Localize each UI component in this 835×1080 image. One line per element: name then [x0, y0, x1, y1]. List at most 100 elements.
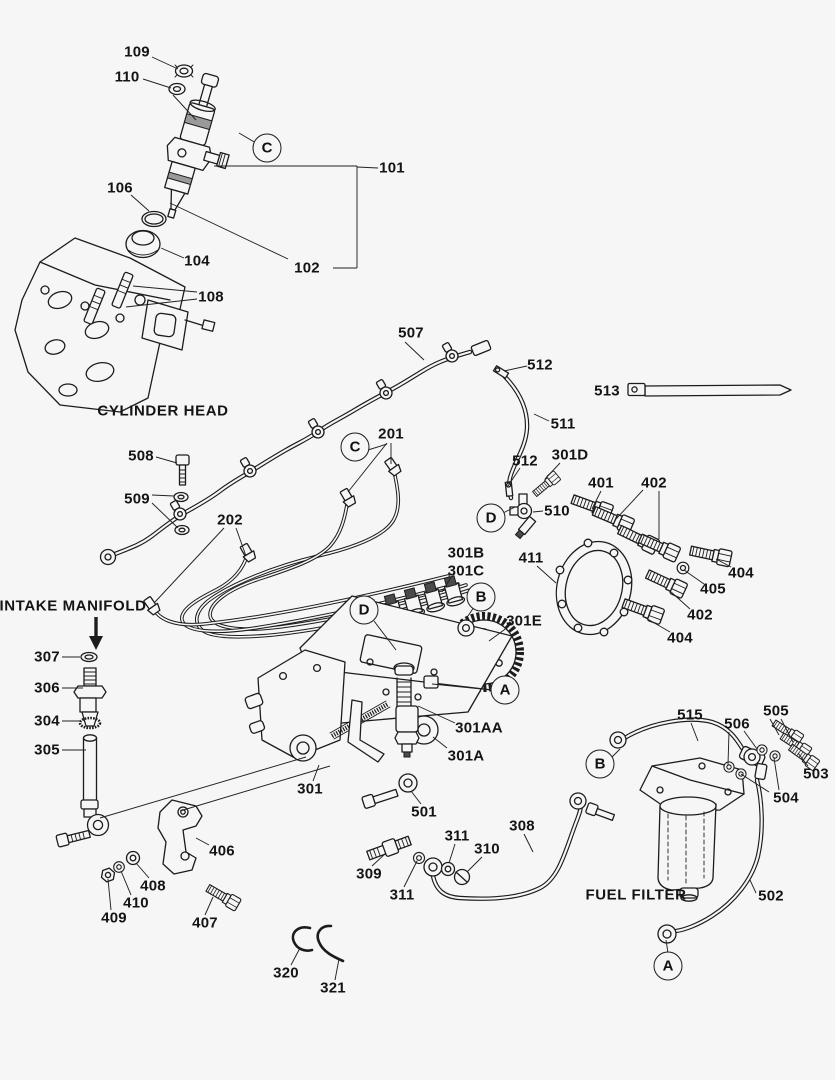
leader-line: [488, 626, 509, 642]
leader-line: [403, 860, 418, 888]
part-label-301AA: 301AA: [455, 719, 503, 737]
leader-line: [503, 365, 528, 372]
leader-line: [690, 722, 699, 742]
fuel-filter-drawing: [609, 717, 821, 944]
part-label-506: 506: [724, 715, 750, 733]
leader-line: [591, 490, 602, 510]
leader-line: [780, 718, 794, 743]
leader-line: [665, 939, 669, 954]
bracket-drawing: [100, 799, 242, 912]
leader-line: [727, 731, 730, 766]
leader-line: [151, 56, 179, 70]
leader-line: [749, 879, 757, 894]
part-label-505: 505: [763, 702, 789, 720]
part-label-104: 104: [184, 252, 210, 270]
callout-A: A: [490, 675, 520, 705]
part-label-501: 501: [411, 803, 437, 821]
injection-pump-drawing: [244, 575, 513, 809]
part-label-106: 106: [107, 179, 133, 197]
part-label-509: 509: [124, 490, 150, 508]
leader-line: [367, 443, 388, 451]
leader-line: [507, 467, 521, 487]
leader-line: [334, 958, 340, 981]
injector-drawing: [164, 72, 230, 219]
leader-line: [769, 718, 780, 736]
leader-line: [432, 736, 448, 749]
part-label-309: 309: [356, 865, 382, 883]
leader-line: [151, 494, 175, 497]
leader-line: [502, 506, 516, 514]
part-label-410: 410: [123, 894, 149, 912]
leader-line: [683, 569, 705, 585]
leader-line: [797, 752, 809, 767]
leader-line: [99, 756, 307, 819]
part-label-409: 409: [101, 909, 127, 927]
leader-line: [312, 764, 320, 782]
leader-line: [132, 285, 198, 293]
part-label-301: 301: [297, 780, 323, 798]
leader-line: [130, 194, 150, 212]
leader-line: [611, 748, 621, 758]
leader-line: [536, 565, 557, 584]
leader-line: [523, 833, 534, 853]
leader-line: [120, 870, 132, 896]
leader-line: [615, 489, 644, 520]
leader-line: [431, 683, 493, 691]
part-label-511: 511: [550, 415, 576, 433]
callout-D: D: [476, 503, 506, 533]
part-label-510: 510: [544, 502, 570, 520]
leader-line: [448, 843, 456, 864]
part-label-110: 110: [114, 68, 140, 86]
leader-line: [715, 558, 732, 568]
part-label-404: 404: [667, 629, 693, 647]
leader-line: [125, 298, 198, 308]
leader-line: [107, 878, 112, 911]
part-label-306: 306: [34, 679, 60, 697]
leader-line: [151, 502, 179, 529]
part-label-401: 401: [588, 474, 614, 492]
cable-tie-drawing: [627, 382, 792, 397]
part-label-102: 102: [294, 259, 320, 277]
callout-D: D: [349, 595, 379, 625]
part-label-320: 320: [273, 964, 299, 982]
leader-line: [155, 456, 178, 464]
leader-line: [235, 527, 247, 557]
part-label-307: 307: [34, 648, 60, 666]
leader-line: [154, 527, 225, 603]
part-label-202: 202: [217, 511, 243, 529]
part-label-408: 408: [140, 877, 166, 895]
callout-A: A: [653, 951, 683, 981]
part-label-201: 201: [378, 425, 404, 443]
part-label-304: 304: [34, 712, 60, 730]
part-label-406: 406: [209, 842, 235, 860]
leader-line: [417, 705, 456, 724]
oring-heatshield-drawing: [125, 210, 167, 259]
part-label-508: 508: [128, 447, 154, 465]
part-label-512: 512: [512, 452, 538, 470]
callout-B: B: [466, 582, 496, 612]
gasket-bolts-drawing: [555, 490, 733, 637]
leader-line: [179, 765, 331, 812]
part-label-507: 507: [398, 324, 424, 342]
leader-line: [743, 730, 758, 750]
leader-line: [441, 576, 452, 593]
leader-line: [410, 790, 422, 805]
callout-C: C: [252, 133, 282, 163]
cylinder-head-drawing: [14, 237, 216, 413]
part-label-411: 411: [518, 549, 544, 567]
leader-line: [373, 620, 397, 651]
leader-line: [172, 94, 197, 121]
part-label-502: 502: [758, 887, 784, 905]
return-hose-drawing: [492, 365, 562, 540]
leader-line: [740, 773, 770, 793]
caption-fuel-filter: FUEL FILTER: [585, 886, 687, 904]
part-label-402: 402: [641, 474, 667, 492]
leader-line: [773, 757, 780, 791]
part-label-407: 407: [192, 914, 218, 932]
leader-line: [669, 590, 691, 610]
leader-line: [533, 413, 550, 422]
leader-line: [466, 856, 483, 873]
